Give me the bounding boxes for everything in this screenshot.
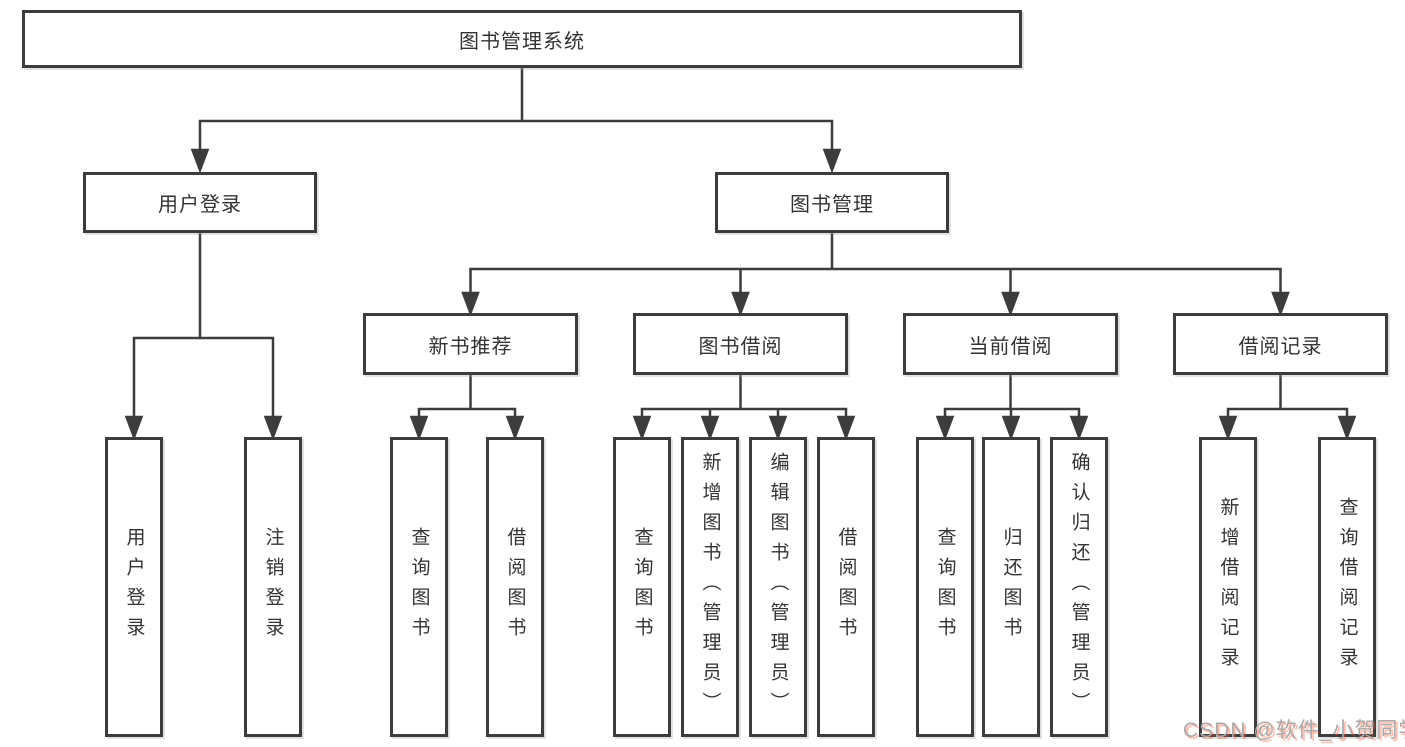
connector-user-login-to-leaves bbox=[124, 233, 283, 441]
node-book-borrow: 图书借阅 bbox=[633, 313, 848, 375]
node-book-management-label: 图书管理 bbox=[790, 194, 874, 216]
leaf-confirm-return-admin: 确认归还（管理员） bbox=[1050, 437, 1108, 737]
leaf-query-books-1: 查询图书 bbox=[390, 437, 448, 737]
leaf-query-borrow-record: 查询借阅记录 bbox=[1318, 437, 1376, 737]
connector-book-mgmt-to-level3 bbox=[461, 233, 1290, 317]
connector-book-borrow-to-leaves bbox=[632, 375, 856, 441]
node-library-system-label: 图书管理系统 bbox=[459, 30, 585, 53]
node-library-system: 图书管理系统 bbox=[22, 10, 1022, 68]
node-user-login: 用户登录 bbox=[83, 172, 317, 233]
leaf-add-books-admin: 新增图书（管理员） bbox=[681, 437, 739, 737]
node-borrow-records: 借阅记录 bbox=[1173, 313, 1388, 375]
connector-new-books-to-leaves bbox=[409, 375, 525, 441]
leaf-borrow-books-1: 借阅图书 bbox=[486, 437, 544, 737]
node-new-book-recommend-label: 新书推荐 bbox=[428, 335, 513, 358]
node-book-borrow-label: 图书借阅 bbox=[698, 335, 783, 358]
connector-current-borrow-to-leaves bbox=[935, 375, 1089, 441]
connector-borrow-records-to-leaves bbox=[1218, 375, 1357, 441]
leaf-user-login: 用户登录 bbox=[105, 437, 163, 737]
leaf-query-books-3: 查询图书 bbox=[916, 437, 974, 737]
leaf-borrow-books-2: 借阅图书 bbox=[817, 437, 875, 737]
leaf-logout: 注销登录 bbox=[244, 437, 302, 737]
connector-root-to-level2 bbox=[190, 68, 842, 174]
leaf-add-borrow-record: 新增借阅记录 bbox=[1199, 437, 1257, 737]
leaf-query-books-2: 查询图书 bbox=[613, 437, 671, 737]
node-borrow-records-label: 借阅记录 bbox=[1238, 335, 1323, 358]
node-new-book-recommend: 新书推荐 bbox=[363, 313, 578, 375]
node-user-login-label: 用户登录 bbox=[158, 194, 242, 216]
csdn-watermark: CSDN @软件_小贺同学 bbox=[1183, 719, 1405, 742]
node-current-borrow-label: 当前借阅 bbox=[968, 335, 1053, 358]
leaf-return-books: 归还图书 bbox=[982, 437, 1040, 737]
node-book-management: 图书管理 bbox=[715, 172, 949, 233]
leaf-edit-books-admin: 编辑图书（管理员） bbox=[749, 437, 807, 737]
node-current-borrow: 当前借阅 bbox=[903, 313, 1118, 375]
